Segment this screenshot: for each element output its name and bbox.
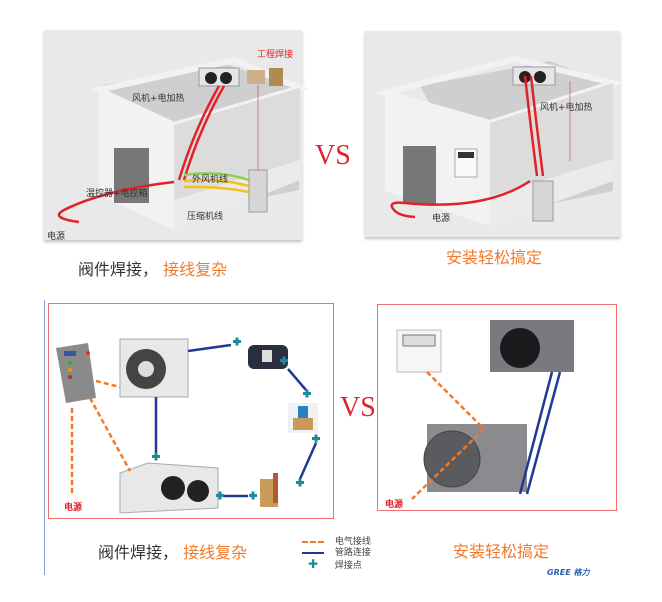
wired-controller-icon bbox=[396, 329, 442, 373]
label-thermostat-box: 温控器+电控箱 bbox=[86, 189, 148, 199]
expansion-valve-icon bbox=[260, 473, 278, 507]
bottom-left-caption: 阀件焊接， 接线复杂 bbox=[98, 539, 247, 563]
label-compressor-line: 压缩机线 bbox=[187, 212, 224, 222]
vs-bottom: VS bbox=[340, 392, 376, 423]
weld-point-icon bbox=[233, 337, 241, 346]
outdoor-unit-icon bbox=[423, 424, 527, 492]
weld-point-icon bbox=[303, 389, 311, 398]
weld-point-icon bbox=[152, 452, 160, 461]
weld-point-icon bbox=[280, 356, 288, 365]
weld-point-icon: ✚ bbox=[307, 557, 319, 571]
caption-highlight: 接线复杂 bbox=[163, 260, 228, 279]
legend-piping: 管路连接 bbox=[302, 545, 371, 558]
label-outdoor-fan-line: 外风机线 bbox=[192, 175, 229, 185]
weld-point-icon bbox=[296, 478, 304, 487]
weld-point-icon bbox=[249, 491, 257, 500]
dashed-line-icon bbox=[302, 540, 324, 543]
bottom-right-system-diagram bbox=[396, 320, 574, 500]
label-power: 电源 bbox=[385, 500, 404, 510]
top-right-room-illustration bbox=[373, 55, 624, 226]
top-left-room-illustration bbox=[57, 56, 309, 230]
evaporator-unit-icon bbox=[490, 320, 574, 372]
label-power: 电源 bbox=[64, 503, 83, 513]
left-divider-line bbox=[44, 300, 45, 575]
solenoid-valve-icon bbox=[288, 403, 318, 433]
gree-logo: GREE 格力 bbox=[547, 568, 590, 577]
caption-main: 阀件焊接， bbox=[78, 260, 159, 279]
solid-line-icon bbox=[302, 551, 324, 554]
weld-point-icon bbox=[312, 434, 320, 443]
top-right-caption: 安装轻松搞定 bbox=[446, 248, 543, 267]
label-engineering-welding: 工程焊接 bbox=[257, 50, 294, 60]
filter-drier-icon bbox=[248, 345, 288, 369]
label-fan-heater: 风机+电加热 bbox=[540, 103, 593, 113]
label-power: 电源 bbox=[47, 232, 66, 242]
evaporator-unit-icon bbox=[119, 462, 219, 514]
top-left-caption: 阀件焊接， 接线复杂 bbox=[78, 256, 227, 280]
label-power: 电源 bbox=[432, 214, 451, 224]
legend-electrical: 电气接线 bbox=[302, 534, 371, 547]
fan-icon bbox=[205, 72, 217, 84]
bottom-left-system-diagram bbox=[56, 337, 320, 514]
condensing-unit-icon bbox=[119, 338, 189, 398]
legend-weld-point: ✚ 焊接点 bbox=[302, 557, 362, 571]
vs-top: VS bbox=[315, 140, 351, 171]
caption-main: 阀件焊接， bbox=[98, 543, 179, 562]
caption-highlight: 接线复杂 bbox=[183, 543, 248, 562]
electric-control-box-icon bbox=[56, 343, 96, 403]
label-fan-heater: 风机+电加热 bbox=[132, 94, 185, 104]
weld-point-icon bbox=[216, 491, 224, 500]
bottom-right-caption: 安装轻松搞定 bbox=[453, 542, 550, 561]
